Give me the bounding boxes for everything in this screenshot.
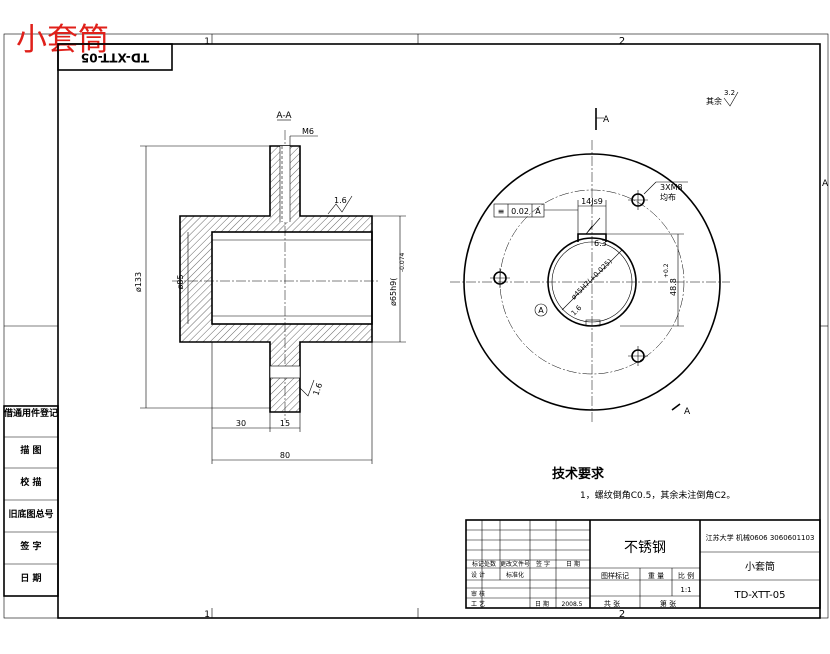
depth-tol: +0.2: [663, 263, 670, 278]
drawing-number-rotated: TD-XTT-05: [81, 51, 149, 65]
holes-note-1: 3XM8: [660, 183, 683, 192]
holes-note-2: 均布: [660, 192, 676, 202]
tolerance-symbol: ≡: [498, 207, 505, 216]
zone-top-2: 2: [619, 36, 625, 47]
general-roughness-value: 3.2: [724, 89, 735, 97]
depth-dim: 48.8: [669, 278, 678, 296]
section-view: A-A M6: [134, 111, 406, 464]
front-view: A A 其余 3.2 3XM8: [450, 89, 739, 424]
strip-row-3: 校 描: [20, 476, 41, 488]
dim-dia-85: ø85: [176, 274, 185, 289]
tb-part-name: 小套筒: [745, 560, 775, 573]
dim-dia-65: ø65h9(: [389, 278, 398, 306]
tb-stage-mark: 图样标记: [601, 571, 629, 580]
tech-item-1: 1，螺纹倒角C0.5，其余未注倒角C2。: [580, 489, 735, 501]
dim-dia-133: ø133: [134, 272, 143, 292]
tb-date: 2008.5: [562, 601, 583, 608]
section-label: A-A: [276, 111, 292, 121]
tb-material: 不锈钢: [624, 540, 666, 556]
tb-label-sign: 签 字: [536, 560, 550, 568]
tb-label-file: 更改文件号: [500, 560, 530, 568]
tolerance-frame: [493, 203, 545, 218]
thread-label: M6: [302, 127, 314, 136]
title-block: 标记处数 更改文件号 签 字 日 期 设 计 标准化 审 核 工 艺 日 期 2…: [465, 519, 821, 609]
roughness-keyway: 6.3: [594, 239, 607, 248]
roughness-bottom: 1.6: [311, 382, 324, 397]
tb-design: 设 计: [471, 571, 485, 579]
datum-circle: [534, 303, 548, 317]
zone-side-a: A: [822, 179, 829, 189]
sheet-border: 1 2 1 2 A: [3, 33, 829, 620]
tb-label-mark: 标记处数: [472, 560, 496, 568]
datum-letter: A: [538, 306, 544, 315]
dim-30: 30: [236, 419, 246, 428]
roughness-top: 1.6: [334, 196, 347, 205]
dim-80: 80: [280, 451, 290, 460]
tb-process: 工 艺: [471, 600, 485, 608]
left-strip: 借通用件登记 描 图 校 描 旧底图总号 签 字 日 期: [3, 405, 59, 597]
tb-scale: 1:1: [680, 586, 691, 594]
outer-circle: [463, 153, 721, 411]
drawing-title: 小套筒: [16, 22, 109, 58]
tb-check: 审 核: [471, 590, 485, 598]
tb-drawing-no: TD-XTT-05: [733, 590, 785, 601]
dim-15: 15: [280, 419, 290, 428]
tb-sheet-total: 共 张: [604, 599, 620, 608]
section-bore: [211, 231, 373, 325]
keyway-dim: 14Js9: [581, 197, 603, 206]
drawing-number-box: [57, 43, 173, 71]
keyway: [577, 233, 607, 242]
angle-label: 1.6: [570, 303, 584, 317]
tolerance-value: 0.02: [511, 207, 529, 216]
tolerance-datum: A: [535, 207, 541, 216]
zone-bottom-1: 1: [204, 610, 210, 620]
bore-tolerance: ø45H7(+0.025): [570, 257, 614, 301]
tech-title: 技术要求: [552, 466, 605, 482]
tb-standard: 标准化: [506, 571, 524, 579]
tb-school: 江苏大学 机械0606 3060601103: [706, 533, 815, 542]
strip-row-2: 描 图: [20, 444, 41, 456]
section-mark-bottom: A: [684, 407, 691, 417]
section-mark-top: A: [603, 115, 610, 125]
tb-sheet-no: 第 张: [660, 599, 676, 608]
tb-date-label: 日 期: [535, 600, 549, 608]
strip-row-1: 借通用件登记: [3, 407, 58, 419]
tb-label-date: 日 期: [566, 560, 580, 568]
tb-weight: 重 量: [648, 572, 664, 580]
zone-top-1: 1: [204, 37, 210, 47]
strip-row-4: 旧底图总号: [8, 508, 53, 520]
general-roughness-label: 其余: [706, 96, 722, 106]
zone-bottom-2: 2: [619, 609, 625, 620]
strip-row-5: 签 字: [19, 540, 41, 552]
strip-row-6: 日 期: [20, 572, 41, 584]
dim-dia-65-tol: -0.074: [399, 252, 406, 272]
bolt-holes: [490, 190, 648, 366]
tb-scale-label: 比 例: [678, 571, 694, 580]
